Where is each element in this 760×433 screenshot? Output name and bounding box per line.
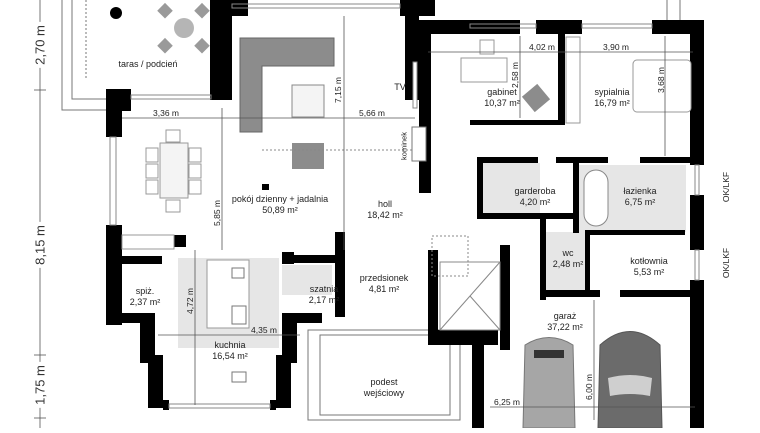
room-area: 6,75 m² — [624, 197, 656, 207]
room-area: 4,81 m² — [368, 284, 400, 294]
room-area: 50,89 m² — [262, 205, 298, 215]
window-label-ok-lkf-1: OK/LKF — [721, 171, 731, 203]
room-area: 16,79 m² — [594, 98, 630, 108]
dim-7-15: 7,15 m — [333, 77, 343, 103]
left-dim-8-15: 8,15 m — [32, 222, 48, 268]
room-label-spizarnia: spiż. 2,37 m² — [130, 286, 161, 308]
room-area: 4,20 m² — [519, 197, 551, 207]
left-dim-1-75: 1,75 m — [32, 362, 48, 408]
room-name: wc — [562, 248, 574, 258]
dim-5-85: 5,85 m — [212, 200, 222, 226]
room-name: taras / podcień — [118, 59, 178, 69]
dimension-lines — [34, 0, 695, 428]
dim-5-66: 5,66 m — [359, 108, 385, 118]
room-name: kotłownia — [630, 256, 668, 266]
room-label-podest: podest wejściowy — [354, 377, 414, 399]
room-name: spiż. — [135, 286, 155, 296]
tv-label: TV — [394, 82, 406, 92]
window-label-ok-lkf-2: OK/LKF — [721, 247, 731, 279]
room-name: pokój dzienny + jadalnia — [231, 194, 329, 204]
room-area: 2,37 m² — [129, 297, 161, 307]
room-label-garderoba: garderoba 4,20 m² — [514, 186, 555, 208]
dim-4-02: 4,02 m — [529, 42, 555, 52]
room-label-wc: wc 2,48 m² — [553, 248, 584, 270]
dim-6-00: 6,00 m — [584, 374, 594, 400]
room-label-holl: holl 18,42 m² — [367, 199, 403, 221]
room-name: łazienka — [623, 186, 657, 196]
room-area: 5,53 m² — [633, 267, 665, 277]
room-name: kuchnia — [214, 340, 246, 350]
room-label-kotlownia: kotłownia 5,53 m² — [630, 256, 668, 278]
room-label-kuchnia: kuchnia 16,54 m² — [212, 340, 248, 362]
left-dim-2-70: 2,70 m — [32, 22, 48, 68]
room-area: 2,48 m² — [552, 259, 584, 269]
room-label-lazienka: łazienka 6,75 m² — [623, 186, 656, 208]
room-name: przedsionek — [359, 273, 409, 283]
dim-3-36: 3,36 m — [153, 108, 179, 118]
terrace-outline — [61, 0, 681, 421]
room-area: 2,17 m² — [308, 295, 340, 305]
room-name: sypialnia — [594, 87, 630, 97]
room-area: 16,54 m² — [212, 351, 248, 361]
room-name: garderoba — [514, 186, 556, 196]
room-label-taras: taras / podcień — [118, 59, 177, 70]
windows — [109, 3, 700, 409]
walls — [106, 0, 704, 428]
room-name: podest wejściowy — [363, 377, 405, 398]
room-area: 18,42 m² — [367, 210, 403, 220]
room-label-przedsionek: przedsionek 4,81 m² — [360, 273, 409, 295]
room-area: 10,37 m² — [484, 98, 520, 108]
room-label-living-dining: pokój dzienny + jadalnia 50,89 m² — [232, 194, 328, 216]
room-name: gabinet — [487, 87, 517, 97]
room-label-garaz: garaż 37,22 m² — [547, 311, 583, 333]
dim-6-25: 6,25 m — [494, 397, 520, 407]
room-label-gabinet: gabinet 10,37 m² — [484, 87, 520, 109]
room-area: 37,22 m² — [547, 322, 583, 332]
room-name: garaż — [553, 311, 577, 321]
dim-2-58: 2,58 m — [510, 62, 520, 88]
kominek-label: kominek — [399, 132, 409, 160]
furniture — [110, 2, 692, 429]
dim-3-90: 3,90 m — [603, 42, 629, 52]
room-name: holl — [377, 199, 392, 209]
room-label-szatnia: szatnia 2,17 m² — [309, 284, 340, 306]
room-name: szatnia — [309, 284, 339, 294]
room-label-sypialnia: sypialnia 16,79 m² — [594, 87, 630, 109]
dim-4-72: 4,72 m — [185, 288, 195, 314]
dim-4-35: 4,35 m — [251, 325, 277, 335]
dim-3-68: 3,68 m — [656, 67, 666, 93]
